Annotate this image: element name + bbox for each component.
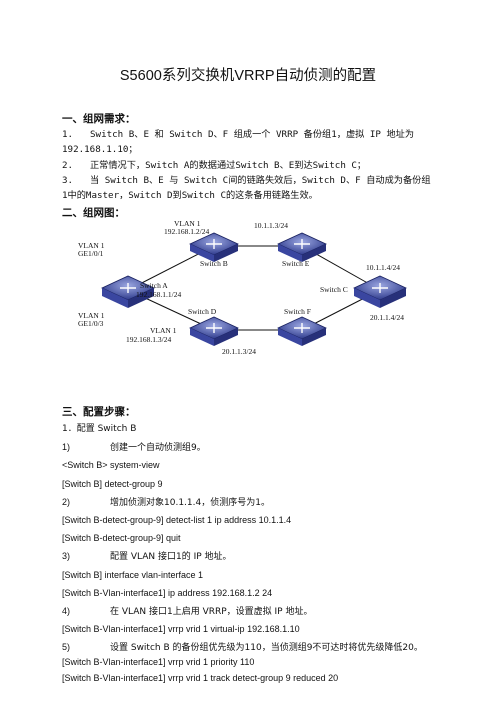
label-ip-c-top: 10.1.1.4/24 [366, 263, 400, 272]
page-title: S5600系列交换机VRRP自动侦测的配置 [119, 68, 377, 84]
section-heading-requirements: 一、组网需求： [62, 113, 136, 125]
command-line: [Switch B-Vlan-interface1] vrrp vrid 1 p… [62, 657, 255, 667]
requirement-item: 1.Switch B、E 和 Switch D、F 组成一个 VRRP 备份组1… [62, 127, 434, 157]
label-switch-b: Switch B [200, 259, 228, 268]
switch-f-icon [277, 316, 327, 346]
step-number: 1) [62, 442, 71, 452]
requirement-number: 2. [62, 160, 74, 171]
section-heading-diagram: 二、组网图： [62, 207, 125, 219]
command-line: [Switch B] detect-group 9 [62, 479, 163, 489]
step-instruction-text: 设置 Switch B 的备份组优先级为110，当侦测组9不可达时将优先级降低2… [110, 643, 423, 653]
label-switch-a: Switch A [140, 281, 168, 290]
label-vlan1-bottom: VLAN 1 [150, 326, 177, 335]
label-ip-c-bottom: 20.1.1.4/24 [370, 313, 404, 322]
label-ip-d-f: 20.1.1.3/24 [222, 347, 256, 356]
label-vlan1-left: VLAN 1 [78, 241, 105, 250]
step-number: 2) [62, 497, 71, 507]
label-ge-bottom: GE1/0/3 [78, 319, 104, 328]
section-heading-steps: 三、配置步骤： [62, 406, 136, 418]
command-line: <Switch B> system-view [62, 460, 160, 470]
label-switch-f: Switch F [284, 307, 311, 316]
requirement-item: 2. 正常情况下，Switch A的数据通过Switch B、E到达Switch … [62, 158, 434, 173]
switch-e-icon [277, 232, 327, 262]
network-diagram: VLAN 1 192.168.1.2/24 10.1.1.3/24 VLAN 1… [78, 220, 407, 356]
label-vlan1-left2: VLAN 1 [78, 311, 105, 320]
switch-d-icon [189, 316, 239, 346]
step-instruction: 4) 在 VLAN 接口1上启用 VRRP，设置虚拟 IP 地址。 [62, 605, 312, 618]
step-instruction-text: 在 VLAN 接口1上启用 VRRP，设置虚拟 IP 地址。 [110, 607, 313, 617]
requirement-number: 1. [62, 129, 74, 140]
command-line: [Switch B-detect-group-9] detect-list 1 … [62, 515, 292, 525]
label-ip-d: 192.168.1.3/24 [126, 335, 171, 344]
command-line: [Switch B-Vlan-interface1] ip address 19… [62, 588, 273, 598]
step-instruction: 5) 设置 Switch B 的备份组优先级为110，当侦测组9不可达时将优先级降… [62, 641, 423, 654]
step-instruction-text: 增加侦测对象10.1.1.4，侦测序号为1。 [110, 498, 270, 508]
requirement-number: 3. [62, 175, 74, 186]
requirement-item: 3.当 Switch B、E 与 Switch C间的链路失效后，Switch … [62, 173, 434, 203]
requirement-text: 当 Switch B、E 与 Switch C间的链路失效后，Switch D、… [62, 175, 431, 201]
step-instruction: 2) 增加侦测对象10.1.1.4，侦测序号为1。 [62, 496, 270, 509]
label-vlan1-top: VLAN 1 [174, 220, 201, 228]
step-instruction: 3) 配置 VLAN 接口1的 IP 地址。 [62, 550, 232, 563]
step-heading: 1．配置 Switch B [62, 424, 137, 434]
step-number: 4) [62, 606, 71, 616]
step-instruction-text: 创建一个自动侦测组9。 [110, 443, 206, 453]
requirement-text: 正常情况下，Switch A的数据通过Switch B、E到达Switch C； [90, 160, 367, 171]
label-switch-e: Switch E [282, 259, 310, 268]
label-ge-top: GE1/0/1 [78, 249, 104, 258]
step-instruction: 1) 创建一个自动侦测组9。 [62, 441, 206, 454]
label-ip-b-e: 10.1.1.3/24 [254, 221, 288, 230]
command-line: [Switch B-detect-group-9] quit [62, 533, 181, 543]
command-line: [Switch B-Vlan-interface1] vrrp vrid 1 v… [62, 624, 300, 634]
step-number: 3) [62, 551, 71, 561]
step-instruction-text: 配置 VLAN 接口1的 IP 地址。 [110, 552, 232, 562]
label-ip-a: 192.168.1.1/24 [136, 290, 181, 299]
label-ip-b: 192.168.1.2/24 [164, 227, 209, 236]
command-line: [Switch B-Vlan-interface1] vrrp vrid 1 t… [62, 673, 339, 683]
requirement-text: Switch B、E 和 Switch D、F 组成一个 VRRP 备份组1，虚… [62, 129, 415, 155]
label-switch-c: Switch C [320, 285, 348, 294]
step-number: 5) [62, 642, 71, 652]
switch-a-icon [101, 275, 155, 308]
command-line: [Switch B] interface vlan-interface 1 [62, 570, 204, 580]
label-switch-d: Switch D [188, 307, 217, 316]
switch-c-icon [353, 275, 407, 308]
switch-b-icon [189, 232, 239, 262]
